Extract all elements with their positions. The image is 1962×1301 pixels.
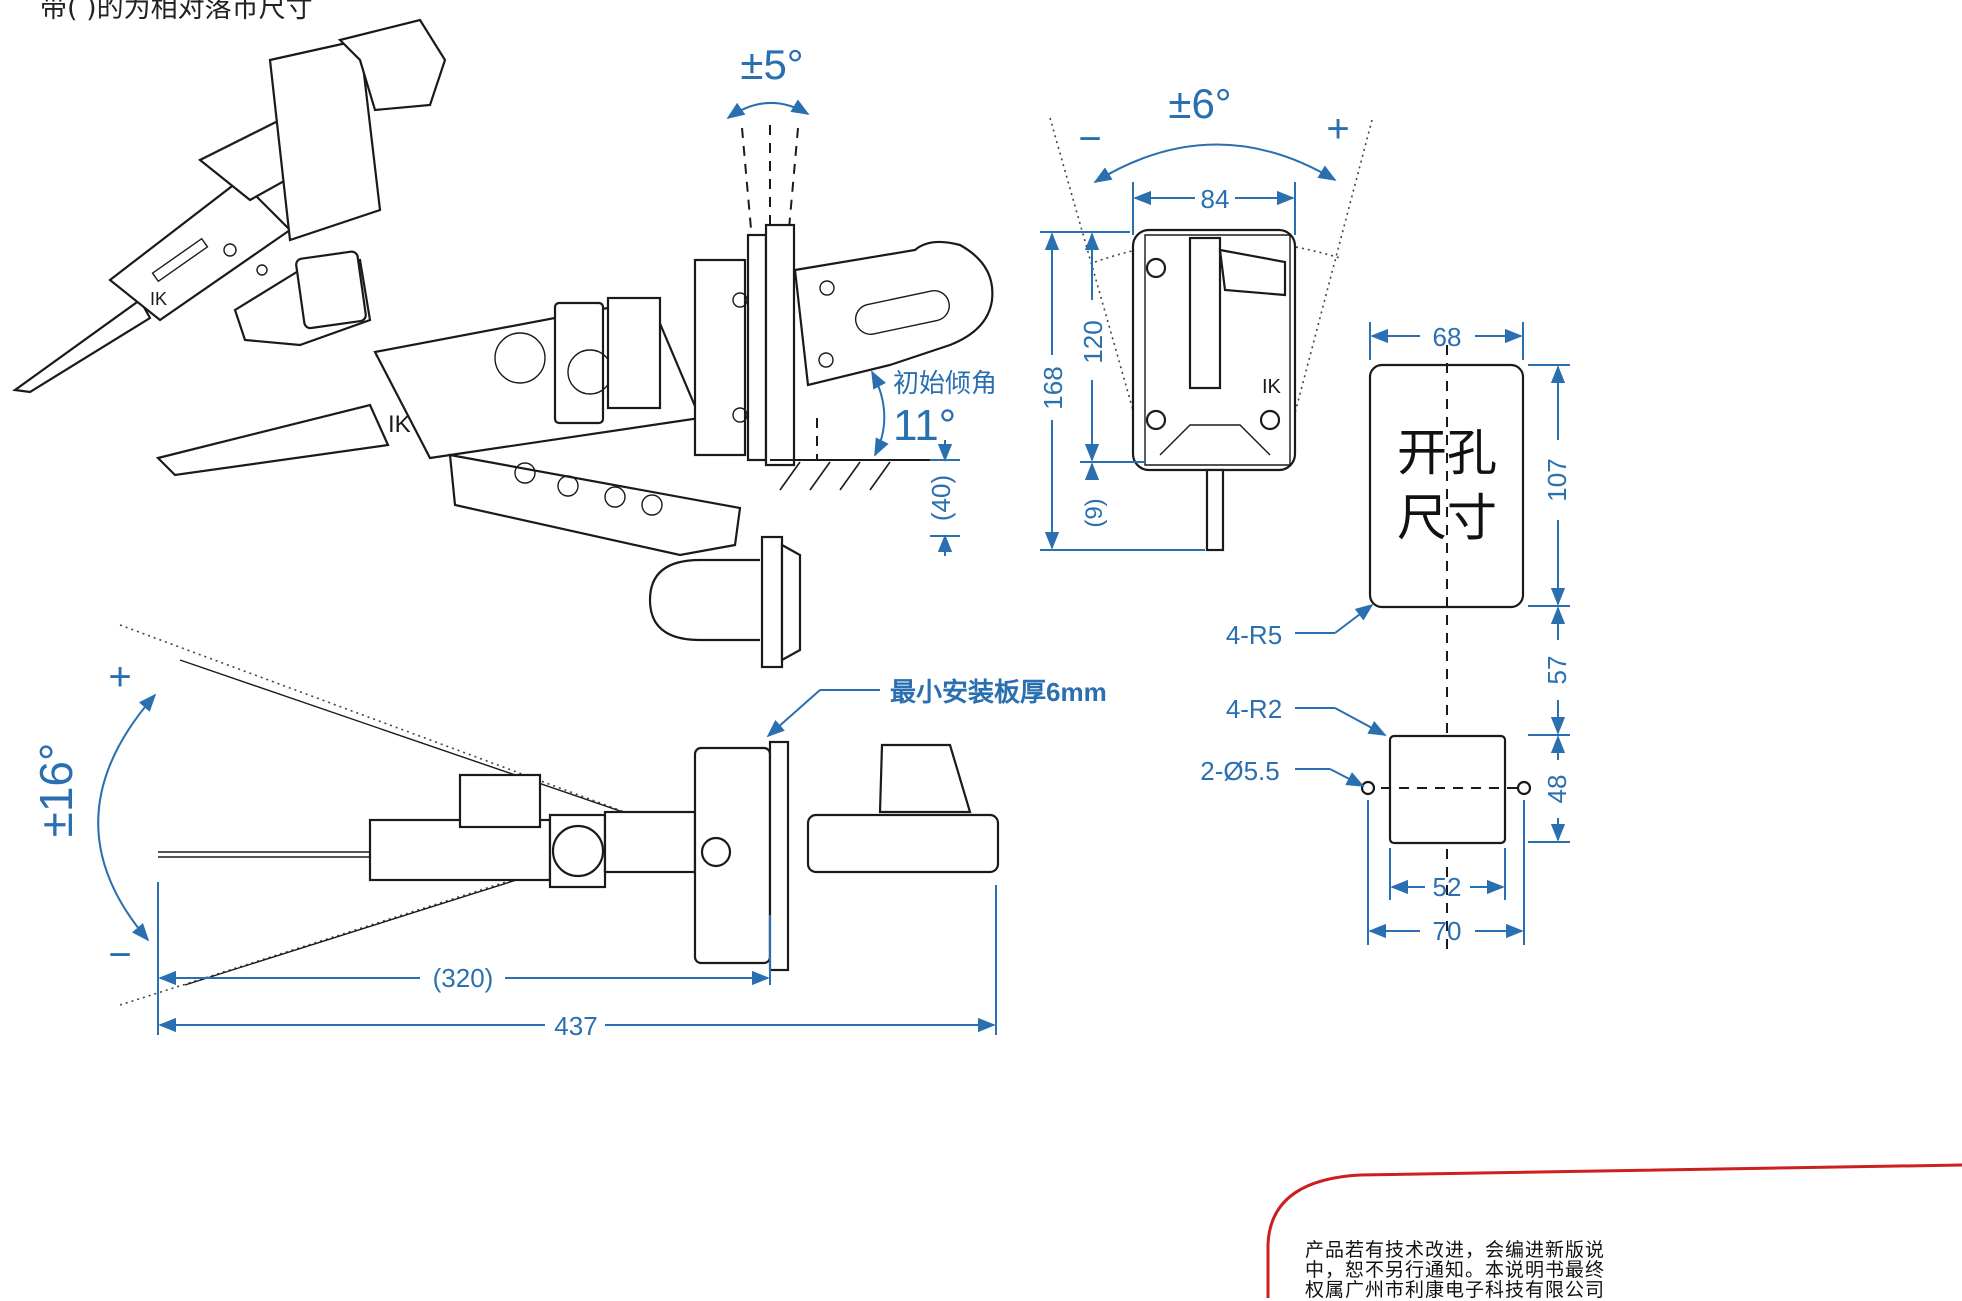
side-board-logo: IK bbox=[388, 411, 411, 438]
cut-width-70: 70 bbox=[1433, 916, 1462, 946]
side-view: ±5° IK 初始 bbox=[155, 41, 997, 669]
dim-40-label: (40) bbox=[926, 475, 956, 521]
r5-label: 4-R5 bbox=[1226, 620, 1282, 650]
len-437-label: 437 bbox=[554, 1011, 597, 1041]
top-swing-arrow bbox=[97, 693, 157, 942]
notice-line-1: 产品若有技术改进，会编进新版说 bbox=[1305, 1239, 1606, 1261]
hole-label: 2-Ø5.5 bbox=[1200, 756, 1280, 786]
top-plus-sign: + bbox=[108, 655, 131, 699]
min-panel-label: 最小安装板厚6mm bbox=[890, 677, 1107, 707]
cut-label-line1: 开孔 bbox=[1397, 424, 1497, 482]
initial-angle-label: 初始倾角 bbox=[893, 368, 997, 398]
top-view: + − ±16° 最小安装板厚6mm (320) 437 bbox=[30, 624, 1107, 1041]
initial-angle-arrow bbox=[871, 370, 889, 457]
front-width-label: 84 bbox=[1201, 184, 1230, 214]
minus-sign: − bbox=[1078, 117, 1101, 161]
front-height-total: 168 bbox=[1038, 366, 1068, 409]
front-height-inner: 120 bbox=[1078, 320, 1108, 363]
initial-angle-value: 11° bbox=[893, 401, 956, 450]
plus-sign: + bbox=[1326, 107, 1349, 151]
tilt-range-label: ±5° bbox=[740, 41, 803, 88]
swing-range-label: ±6° bbox=[1168, 80, 1231, 127]
len-320-label: (320) bbox=[433, 963, 494, 993]
cutout-template: 68 开孔 尺寸 107 57 48 4-R5 4-R2 2-Ø5.5 bbox=[1200, 322, 1572, 950]
cut-label-line2: 尺寸 bbox=[1397, 489, 1497, 547]
top-swing-label: ±16° bbox=[30, 743, 82, 838]
tilt-arrow bbox=[726, 99, 810, 120]
top-note: 带( )的为相对落币尺寸 bbox=[40, 0, 313, 24]
notice-border bbox=[1266, 1163, 1962, 1298]
iso-logo: IK bbox=[150, 289, 167, 309]
cut-height-107: 107 bbox=[1542, 458, 1572, 501]
swing-arrow bbox=[1093, 143, 1337, 183]
notice-line-3: 权属广州市利康电子科技有限公司 bbox=[1305, 1279, 1606, 1301]
cut-width-52: 52 bbox=[1433, 872, 1462, 902]
front-logo: IK bbox=[1262, 376, 1282, 398]
notice-box: 产品若有技术改进，会编进新版说 中，恕不另行通知。本说明书最终 权属广州市利康电… bbox=[1305, 1240, 1685, 1300]
cut-height-48: 48 bbox=[1542, 775, 1572, 804]
r2-label: 4-R2 bbox=[1226, 694, 1282, 724]
isometric-view: IK bbox=[12, 18, 447, 394]
notice-line-2: 中，恕不另行通知。本说明书最终 bbox=[1305, 1259, 1606, 1281]
front-offset: (9) bbox=[1081, 498, 1108, 527]
top-minus-sign: − bbox=[108, 933, 131, 977]
front-view: ±6° − + 84 IK 168 120 bbox=[1038, 80, 1373, 552]
cut-gap-57: 57 bbox=[1542, 656, 1572, 685]
